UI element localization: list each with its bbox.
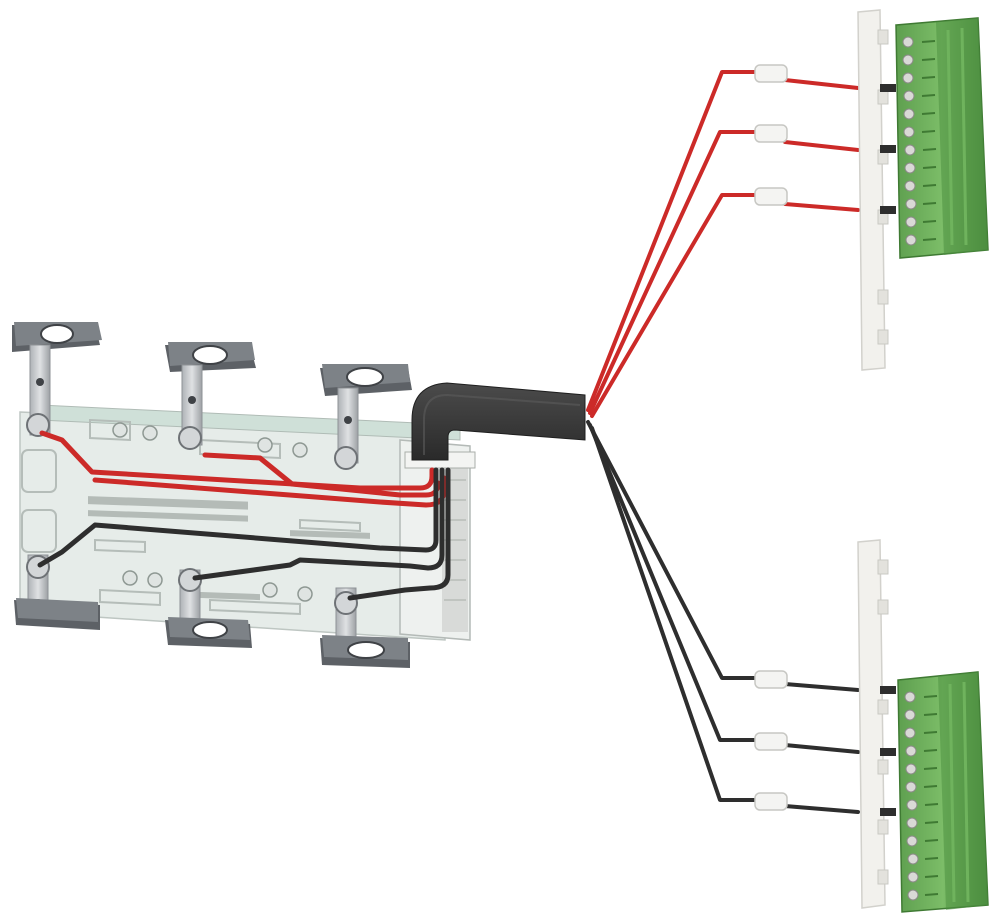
black-leads xyxy=(586,420,860,814)
mounting-brackets xyxy=(12,322,412,668)
terminal-rail-bottom xyxy=(857,539,896,909)
terminal-block-bottom xyxy=(897,671,989,913)
mounting-bracket-bottom-3 xyxy=(320,587,410,668)
cable-sheath xyxy=(411,382,586,461)
mounting-bracket-top-3 xyxy=(320,364,412,470)
circuit-board xyxy=(19,404,461,641)
board-black-wires xyxy=(37,467,451,601)
red-leads xyxy=(586,70,860,418)
mounting-bracket-bottom-2 xyxy=(165,568,252,648)
terminal-block-top xyxy=(895,17,989,259)
mounting-bracket-bottom-1 xyxy=(14,554,100,630)
mounting-bracket-top-1 xyxy=(12,322,102,437)
mounting-bracket-top-2 xyxy=(165,342,256,450)
terminal-rail-top xyxy=(857,9,896,371)
wire-sleeves xyxy=(754,64,788,811)
